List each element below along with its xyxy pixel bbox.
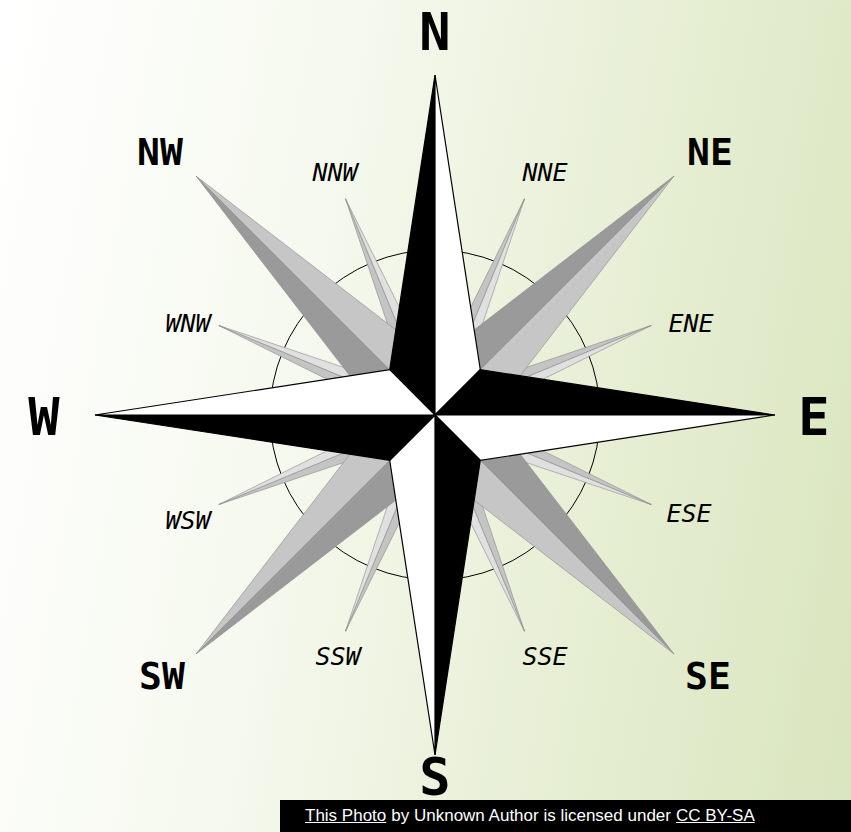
intercardinal-label: SW xyxy=(139,657,185,695)
cardinal-point xyxy=(435,415,775,460)
minor-direction-label: SSW xyxy=(315,644,360,669)
minor-direction-label: NNE xyxy=(522,160,567,185)
attribution-text: by Unknown Author is licensed under xyxy=(391,806,671,826)
attribution-bar xyxy=(280,800,851,832)
cardinal-point xyxy=(95,415,435,460)
intercardinal-label: NW xyxy=(137,133,183,171)
intercardinal-label: NE xyxy=(687,133,733,171)
cardinal-point xyxy=(95,370,435,415)
minor-direction-label: NNW xyxy=(312,160,357,185)
cardinal-point xyxy=(435,75,480,415)
minor-direction-label: SSE xyxy=(522,644,567,669)
rose-arms xyxy=(95,75,775,755)
cardinal-point xyxy=(390,75,435,415)
minor-direction-label: ESE xyxy=(666,501,711,526)
cardinal-label: E xyxy=(798,391,829,443)
cardinal-label: N xyxy=(419,6,450,58)
cardinal-label: W xyxy=(28,391,59,443)
cardinal-point xyxy=(435,415,480,755)
attribution-text: This Photo xyxy=(305,806,386,826)
minor-direction-label: WSW xyxy=(165,508,210,533)
attribution: This Photoby Unknown Author is licensed … xyxy=(305,800,755,832)
minor-direction-label: ENE xyxy=(668,311,713,336)
minor-direction-label: WNW xyxy=(165,311,210,336)
intercardinal-label: SE xyxy=(685,657,731,695)
cardinal-label: S xyxy=(419,751,450,803)
cardinal-point xyxy=(390,415,435,755)
attribution-text: CC BY-SA xyxy=(676,806,755,826)
cardinal-point xyxy=(435,370,775,415)
